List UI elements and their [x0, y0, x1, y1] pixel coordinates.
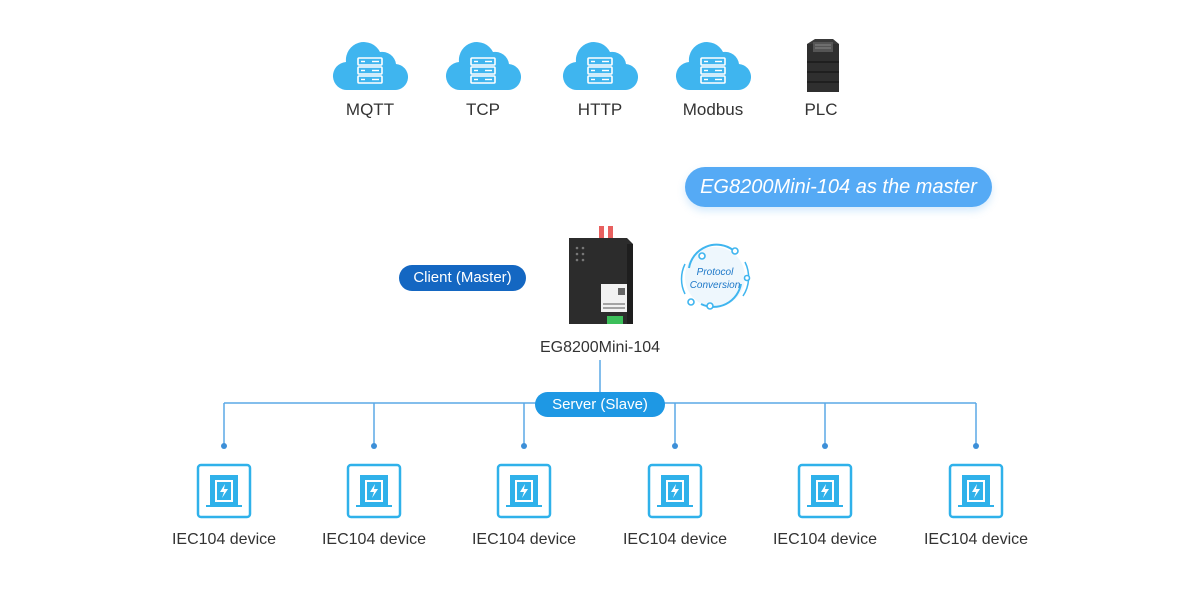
gateway-device-icon — [569, 226, 633, 324]
power-meter-icon — [797, 463, 853, 519]
cloud-server-icon — [332, 42, 408, 91]
power-meter-icon — [196, 463, 252, 519]
client-role-badge: Client (Master) — [399, 265, 526, 291]
protocol-label: TCP — [466, 100, 500, 119]
power-meter-icon — [346, 463, 402, 519]
gateway-name: EG8200Mini-104 — [539, 339, 661, 356]
protocol-label: MQTT — [345, 100, 395, 119]
device-label: IEC104 device — [171, 531, 277, 548]
device-drops — [221, 403, 979, 449]
device-drop-dot — [221, 443, 227, 449]
protocol-label: HTTP — [577, 100, 623, 119]
iec104-device: IEC104 device — [464, 463, 584, 549]
protocol-label: PLC — [804, 100, 838, 119]
master-banner: EG8200Mini-104 as the master — [685, 167, 992, 207]
cloud-server-icon — [445, 42, 521, 91]
power-meter-icon — [647, 463, 703, 519]
server-role-badge: Server (Slave) — [535, 392, 665, 417]
device-label: IEC104 device — [622, 531, 728, 548]
protocol-conversion-line2: Conversion — [690, 280, 741, 291]
cloud-server-icon — [562, 42, 638, 91]
power-meter-icon — [496, 463, 552, 519]
protocol-tcp: TCP — [438, 38, 528, 120]
iec104-device: IEC104 device — [765, 463, 885, 549]
device-drop-dot — [822, 443, 828, 449]
protocol-conversion-icon: Protocol Conversion — [680, 243, 751, 310]
device-label: IEC104 device — [321, 531, 427, 548]
device-drop-dot — [521, 443, 527, 449]
power-meter-icon — [948, 463, 1004, 519]
upload-arrows — [574, 136, 625, 215]
device-label: IEC104 device — [923, 531, 1029, 548]
device-drop-dot — [371, 443, 377, 449]
iec104-device: IEC104 device — [916, 463, 1036, 549]
protocol-mqtt: MQTT — [325, 38, 415, 120]
protocol-plc: PLC — [776, 38, 866, 120]
protocol-modbus: Modbus — [668, 38, 758, 120]
iec104-device: IEC104 device — [615, 463, 735, 549]
device-drop-dot — [973, 443, 979, 449]
device-label: IEC104 device — [772, 531, 878, 548]
device-drop-dot — [672, 443, 678, 449]
protocol-conversion-line1: Protocol — [697, 267, 734, 278]
protocol-label: Modbus — [682, 100, 744, 119]
iec104-device: IEC104 device — [314, 463, 434, 549]
protocol-http: HTTP — [555, 38, 645, 120]
iec104-device: IEC104 device — [164, 463, 284, 549]
device-label: IEC104 device — [471, 531, 577, 548]
plc-module-icon — [807, 39, 839, 92]
cloud-server-icon — [675, 42, 751, 91]
